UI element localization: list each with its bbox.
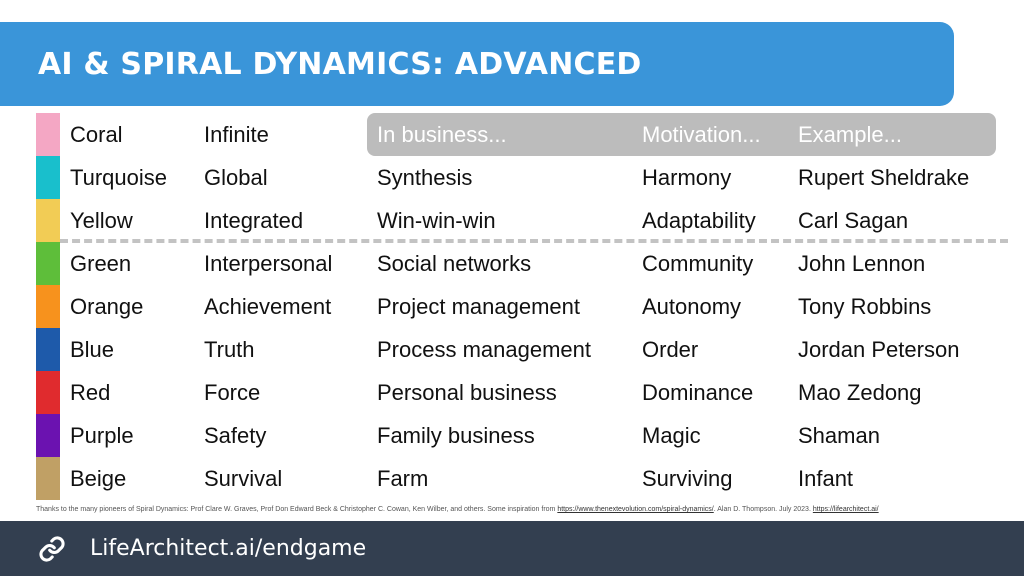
business-cell: Personal business — [377, 380, 557, 405]
business-cell: Win-win-win — [377, 208, 496, 233]
level-color-name: Green — [70, 251, 132, 276]
motivation-cell: Order — [642, 337, 699, 362]
color-swatch — [36, 113, 60, 156]
example-cell: Carl Sagan — [798, 208, 909, 233]
color-swatch — [36, 242, 60, 285]
table-row: Green Interpersonal Social networks Comm… — [36, 242, 1006, 285]
level-theme: Interpersonal — [204, 251, 333, 276]
credits-text: Thanks to the many pioneers of Spiral Dy… — [36, 506, 556, 513]
table-row: Red Force Personal business Dominance Ma… — [36, 371, 1006, 414]
level-theme: Safety — [204, 423, 267, 448]
level-color-name: Red — [70, 380, 111, 405]
example-cell: Rupert Sheldrake — [798, 165, 970, 190]
business-cell: Farm — [377, 466, 429, 491]
color-swatch — [36, 328, 60, 371]
table-row: Beige Survival Farm Surviving Infant — [36, 457, 1006, 500]
example-cell: Tony Robbins — [798, 294, 932, 319]
link-icon — [38, 535, 66, 563]
table-row: Purple Safety Family business Magic Sham… — [36, 414, 1006, 457]
business-cell: Family business — [377, 423, 535, 448]
table-row: Orange Achievement Project management Au… — [36, 285, 1006, 328]
color-swatch — [36, 285, 60, 328]
color-swatch — [36, 156, 60, 199]
footer-url[interactable]: LifeArchitect.ai/endgame — [90, 536, 367, 561]
tier-divider — [60, 239, 1008, 243]
example-cell: Shaman — [798, 423, 880, 448]
motivation-cell: Magic — [642, 423, 701, 448]
level-color-name: Orange — [70, 294, 144, 319]
level-color-name: Coral — [70, 122, 123, 147]
credits-link-spiral[interactable]: https://www.thenextevolution.com/spiral-… — [557, 506, 714, 513]
example-cell: Mao Zedong — [798, 380, 922, 405]
example-cell: Infant — [798, 466, 854, 491]
title-banner: AI & SPIRAL DYNAMICS: ADVANCED — [0, 22, 954, 106]
level-theme: Truth — [204, 337, 255, 362]
footer-bar: LifeArchitect.ai/endgame — [0, 521, 1024, 576]
level-color-name: Blue — [70, 337, 115, 362]
example-cell: John Lennon — [798, 251, 926, 276]
business-cell: Social networks — [377, 251, 532, 276]
level-theme: Force — [204, 380, 261, 405]
level-color-name: Purple — [70, 423, 134, 448]
color-swatch — [36, 371, 60, 414]
motivation-cell: Autonomy — [642, 294, 742, 319]
level-theme: Survival — [204, 466, 283, 491]
page-title: AI & SPIRAL DYNAMICS: ADVANCED — [38, 46, 642, 82]
level-theme: Infinite — [204, 122, 269, 147]
motivation-cell: Harmony — [642, 165, 732, 190]
column-header-example: Example... — [798, 122, 902, 147]
color-swatch — [36, 199, 60, 242]
level-color-name: Turquoise — [70, 165, 168, 190]
business-cell: Project management — [377, 294, 580, 319]
motivation-cell: Surviving — [642, 466, 733, 491]
motivation-cell: Dominance — [642, 380, 754, 405]
column-header-business: In business... — [377, 122, 507, 147]
example-cell: Jordan Peterson — [798, 337, 960, 362]
level-theme: Integrated — [204, 208, 304, 233]
credits-link-lifearchitect[interactable]: https://lifearchitect.ai/ — [812, 506, 879, 513]
credits-line: Thanks to the many pioneers of Spiral Dy… — [36, 506, 996, 513]
level-color-name: Beige — [70, 466, 127, 491]
color-swatch — [36, 457, 60, 500]
table-row: Yellow Integrated Win-win-win Adaptabili… — [36, 199, 1006, 242]
level-color-name: Yellow — [70, 208, 133, 233]
table-row: Turquoise Global Synthesis Harmony Ruper… — [36, 156, 1006, 199]
level-theme: Achievement — [204, 294, 332, 319]
business-cell: Process management — [377, 337, 591, 362]
motivation-cell: Community — [642, 251, 754, 276]
column-header-motivation: Motivation... — [642, 122, 761, 147]
color-swatch — [36, 414, 60, 457]
header-row: Coral Infinite In business... Motivation… — [36, 113, 1006, 156]
motivation-cell: Adaptability — [642, 208, 756, 233]
header-pill — [367, 113, 996, 156]
table-row: Blue Truth Process management Order Jord… — [36, 328, 1006, 371]
credits-text-author: . Alan D. Thompson. July 2023. — [713, 506, 811, 513]
business-cell: Synthesis — [377, 165, 473, 190]
level-theme: Global — [204, 165, 268, 190]
